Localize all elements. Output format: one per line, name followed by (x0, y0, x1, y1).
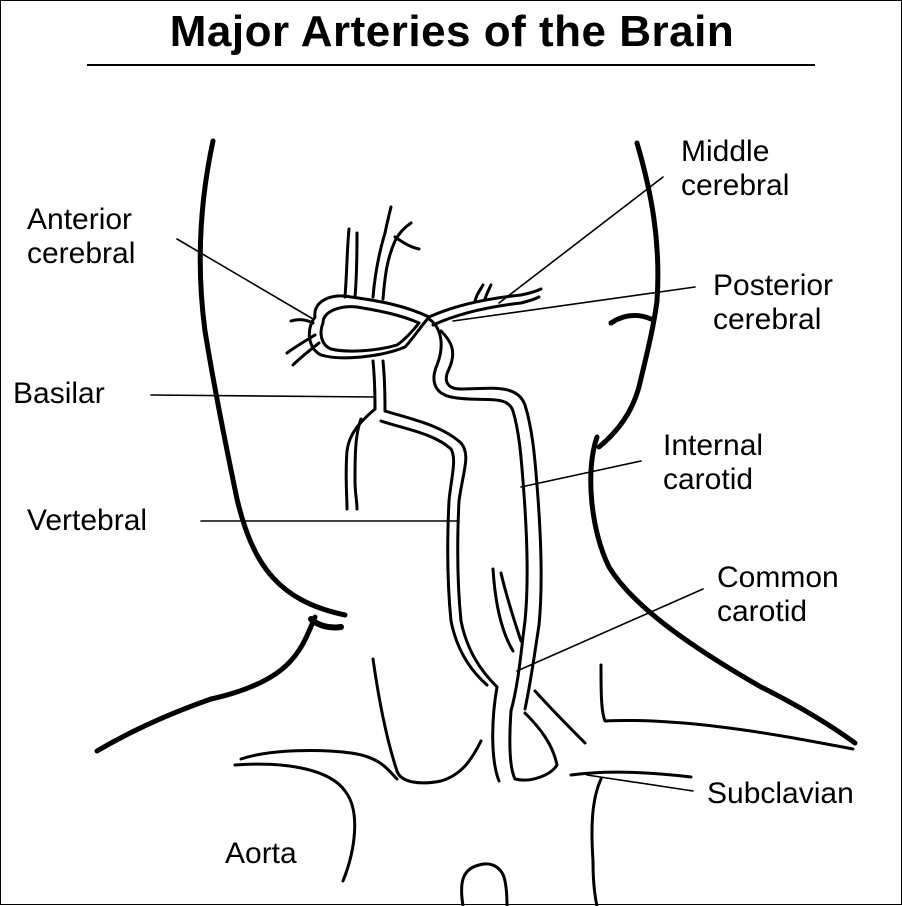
label-subclavian: Subclavian (707, 777, 854, 811)
chin-shadow (311, 619, 341, 628)
label-aorta-line1: Aorta (225, 837, 297, 871)
label-aorta: Aorta (225, 837, 297, 871)
middle-twig-b (485, 285, 491, 299)
anterior-twig (395, 237, 419, 249)
basilar-right-wall (383, 361, 385, 411)
common-carotid-trunk-left (493, 687, 499, 781)
aortic-arch (462, 864, 507, 906)
label-posterior-cerebral-line1: Posterior (713, 269, 833, 303)
basilar-left-wall (373, 361, 375, 409)
leader-subclavian (587, 775, 693, 791)
label-posterior-cerebral-line2: cerebral (713, 303, 833, 337)
label-basilar: Basilar (13, 377, 105, 411)
label-subclavian-line1: Subclavian (707, 777, 854, 811)
anterior-branch-right-a (373, 207, 391, 297)
anterior-branch-left-b (355, 233, 357, 297)
right-subclavian-upper (601, 665, 853, 749)
circle-of-willis-inner (321, 307, 419, 351)
head-left-outline (200, 141, 345, 615)
label-middle-cerebral-line2: cerebral (681, 169, 789, 203)
label-common-carotid: Common carotid (717, 561, 839, 629)
label-common-carotid-line1: Common (717, 561, 839, 595)
anterior-branch-right-b (383, 223, 411, 299)
label-internal-carotid-line1: Internal (663, 429, 763, 463)
neck-left-shoulder (97, 617, 315, 751)
right-chest-edge (592, 779, 601, 906)
label-internal-carotid-line2: carotid (663, 463, 763, 497)
middle-twig-a (475, 285, 483, 301)
label-common-carotid-line2: carotid (717, 595, 839, 629)
label-basilar-line1: Basilar (13, 377, 105, 411)
leader-middle-cerebral (499, 177, 663, 303)
label-vertebral: Vertebral (27, 504, 147, 538)
leader-internal-carotid (521, 461, 641, 487)
leader-anterior-cerebral (177, 239, 313, 319)
label-anterior-cerebral-line2: cerebral (27, 237, 135, 271)
label-anterior-cerebral-line1: Anterior (27, 203, 135, 237)
common-carotid-trunk-right (510, 711, 557, 780)
leader-basilar (151, 395, 375, 397)
label-anterior-cerebral: Anterior cerebral (27, 203, 135, 271)
anterior-branch-left-a (345, 229, 349, 297)
label-internal-carotid: Internal carotid (663, 429, 763, 497)
left-chest-vessel (373, 659, 481, 783)
label-posterior-cerebral: Posterior cerebral (713, 269, 833, 337)
label-vertebral-line1: Vertebral (27, 504, 147, 538)
ear-right-top (611, 316, 651, 323)
left-twig-c (291, 320, 313, 323)
right-vertebral-inner (381, 421, 487, 685)
label-middle-cerebral-line1: Middle (681, 135, 789, 169)
left-vertebral-inner (355, 419, 361, 509)
label-middle-cerebral: Middle cerebral (681, 135, 789, 203)
right-vertebral-outer (385, 411, 497, 687)
